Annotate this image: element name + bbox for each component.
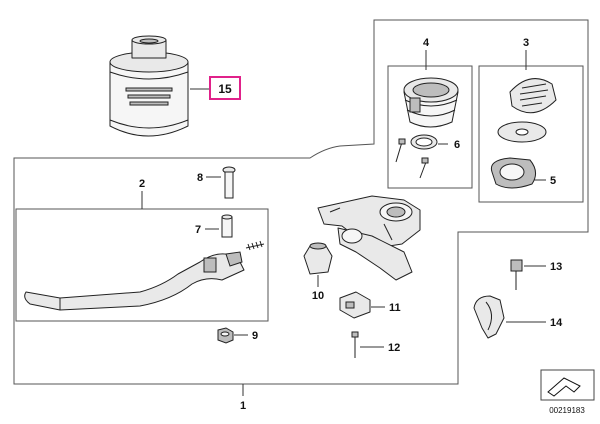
master-cylinder-housing (317, 195, 421, 281)
diaphragm (490, 157, 536, 189)
callout-8: 8 (197, 172, 203, 184)
callout-3: 3 (523, 37, 529, 49)
callout-15: 15 (218, 82, 232, 96)
screw-6a (395, 138, 406, 163)
callout-1: 1 (240, 400, 246, 412)
switch-screw (351, 331, 359, 358)
brake-lever (24, 251, 245, 311)
o-ring (410, 134, 438, 150)
callout-14: 14 (550, 317, 563, 329)
callout-5: 5 (550, 175, 556, 187)
document-number: 00219183 (549, 406, 585, 415)
callout-12: 12 (388, 342, 400, 354)
direction-arrow-icon (547, 377, 581, 397)
clamp-bolt (510, 259, 523, 290)
rubber-boot (303, 242, 333, 275)
diagram-id-badge (540, 369, 595, 401)
reservoir-cap (509, 78, 557, 114)
callout-10: 10 (312, 290, 324, 302)
callout-15-highlight-box (209, 76, 241, 100)
callout-4: 4 (423, 37, 430, 49)
screw-6b (419, 157, 429, 179)
brake-light-switch (339, 291, 371, 319)
brake-fluid-can (109, 35, 189, 137)
callout-11: 11 (389, 302, 401, 314)
reservoir (403, 77, 459, 128)
handlebar-clamp (473, 295, 505, 339)
lock-nut (217, 327, 234, 344)
cap-plate (497, 121, 547, 143)
lever-bush (221, 214, 233, 238)
callout-9: 9 (252, 330, 258, 342)
cap-group-frame (478, 65, 584, 203)
reservoir-group-frame (387, 65, 473, 189)
callout-2: 2 (139, 178, 145, 190)
callout-6: 6 (454, 139, 460, 151)
callout-13: 13 (550, 261, 562, 273)
callout-7: 7 (195, 224, 201, 236)
assembly-frame (13, 19, 589, 385)
pivot-bolt (222, 166, 236, 199)
adjuster-spring (245, 240, 265, 251)
